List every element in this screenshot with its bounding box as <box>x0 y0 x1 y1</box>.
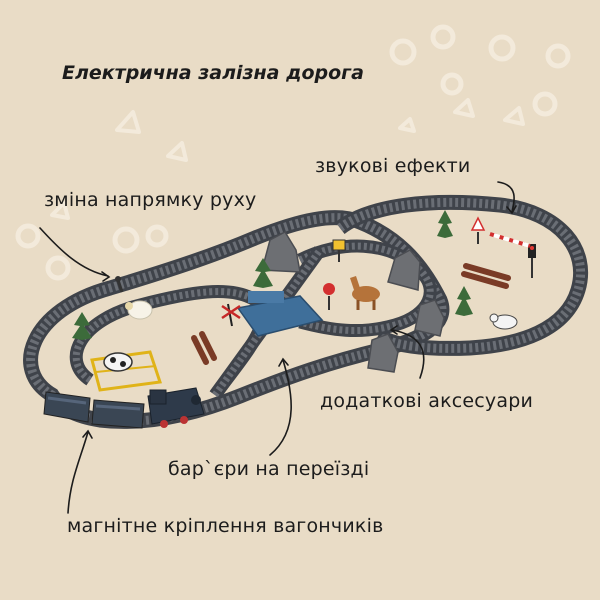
triangle-icon <box>503 106 525 126</box>
sheep-figure <box>125 300 153 320</box>
locomotive <box>147 387 205 428</box>
label-extra-accessories: додаткові аксесуари <box>320 390 534 412</box>
arrow-icon <box>39 227 109 277</box>
ring-icon <box>545 43 571 69</box>
tree-icons <box>72 210 473 340</box>
triangle-icon <box>166 141 188 162</box>
animal-pen <box>90 350 162 392</box>
arrow-icon <box>269 359 292 456</box>
wagon-rear <box>43 391 91 423</box>
triangle-icon <box>453 98 475 118</box>
arrow-icon <box>67 431 89 514</box>
ring-icon <box>532 91 558 117</box>
crossing-platform <box>221 291 324 337</box>
dog-figure <box>489 313 518 330</box>
triangle-icon <box>398 117 416 133</box>
ring-icon <box>430 24 456 50</box>
train <box>43 387 205 429</box>
direction-switch <box>115 276 124 293</box>
label-direction-change: зміна напрямку руху <box>44 189 257 211</box>
ring-icon <box>112 226 140 254</box>
label-sound-effects: звукові ефекти <box>315 155 471 177</box>
wagon-front <box>91 399 145 429</box>
arrow-icon <box>497 181 515 213</box>
ring-icon <box>488 34 516 62</box>
triangle-icon <box>50 201 70 220</box>
page-title: Електрична залізна дорога <box>62 62 364 84</box>
road-signs <box>323 216 536 310</box>
horse-figure <box>350 276 380 310</box>
ring-icon <box>45 255 71 281</box>
ring-icon <box>440 72 464 96</box>
arrow-icon <box>391 329 425 379</box>
triangle-icon <box>115 110 141 134</box>
label-magnetic-coupling: магнітне кріплення вагончиків <box>67 515 384 537</box>
ring-icon <box>389 38 417 66</box>
log-pile <box>191 263 511 365</box>
ring-icon <box>15 223 41 249</box>
label-crossing-barriers: бар`єри на переїзді <box>168 458 370 480</box>
ring-icon <box>145 224 169 248</box>
mountain-tunnels <box>261 231 445 373</box>
